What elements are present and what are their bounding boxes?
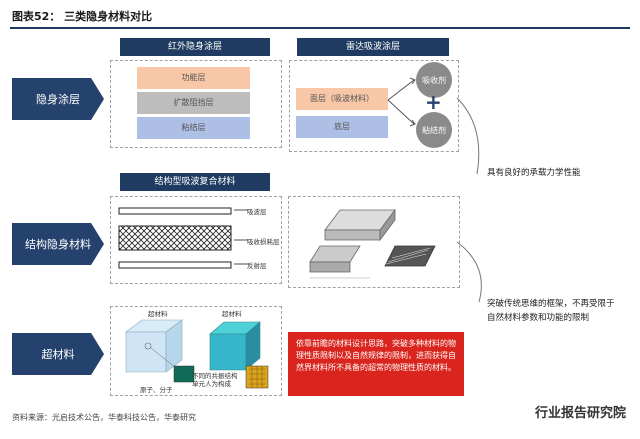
meta-label-right: 超材料: [222, 310, 242, 318]
meta-description-box: 依靠前瞻的材料设计思路，突破多种材料的物理性质限制以及自然规律的限制，进而获得自…: [288, 332, 464, 396]
infrared-layer-2: 扩散阻挡层: [137, 92, 250, 114]
note-meta-material: 突破传统思维的框架，不再受限于自然材料参数和功能的限制: [487, 299, 615, 323]
structural-image-panel: [288, 196, 460, 288]
curved-arrow-meta: [456, 241, 482, 303]
radar-panel: [289, 60, 459, 152]
structural-leader-lines: [234, 209, 248, 265]
absorber-node: 吸收剂: [416, 62, 452, 98]
meta-panel: [110, 306, 282, 396]
meta-atom-label: 原子、分子: [140, 386, 173, 394]
binder-node: 粘结剂: [416, 112, 452, 148]
meta-label-left: 超材料: [148, 310, 168, 318]
honeycomb-illustration: [309, 208, 436, 279]
radar-base-layer: 底层: [296, 116, 388, 138]
radar-face-layer: 面层（吸波材料）: [296, 88, 388, 110]
category-meta: 超材料: [12, 333, 104, 375]
category-coating: 隐身涂层: [12, 78, 104, 120]
meta-cube-illustration: [125, 319, 269, 389]
meta-units-label: 不同的共振结构单元人为构成: [192, 372, 238, 388]
meta-description-text: 依靠前瞻的材料设计思路，突破多种材料的物理性质限制以及自然规律的限制，进而获得自…: [296, 339, 456, 372]
note-load-bearing: 具有良好的承载力学性能: [487, 168, 581, 178]
radar-connector-arrows: [387, 77, 416, 127]
layered-composite-diagram: [118, 207, 232, 269]
label-reflect-layer: 反射层: [247, 262, 267, 270]
infrared-panel: [110, 60, 282, 148]
curved-arrow-load: [456, 97, 480, 175]
header-structural: 结构型吸波复合材料: [120, 173, 270, 191]
infrared-layer-1: 功能层: [137, 67, 250, 89]
infrared-layer-3: 粘结层: [137, 117, 250, 139]
category-structural: 结构隐身材料: [12, 223, 104, 265]
header-infrared: 红外隐身涂层: [120, 38, 270, 56]
plus-icon: +: [425, 90, 442, 114]
source-note: 资料来源：光启技术公告，华泰科技公告，华泰研究: [12, 413, 196, 422]
header-radar: 雷达吸波涂层: [297, 38, 449, 56]
label-absorb-layer: 吸收损耗层: [247, 238, 280, 246]
title-divider: [10, 27, 630, 29]
watermark: 行业报告研究院: [534, 406, 626, 421]
page-title: 图表52： 三类隐身材料对比: [12, 10, 153, 23]
label-wave-layer: 吸波层: [247, 208, 267, 216]
structural-panel: [110, 196, 282, 284]
